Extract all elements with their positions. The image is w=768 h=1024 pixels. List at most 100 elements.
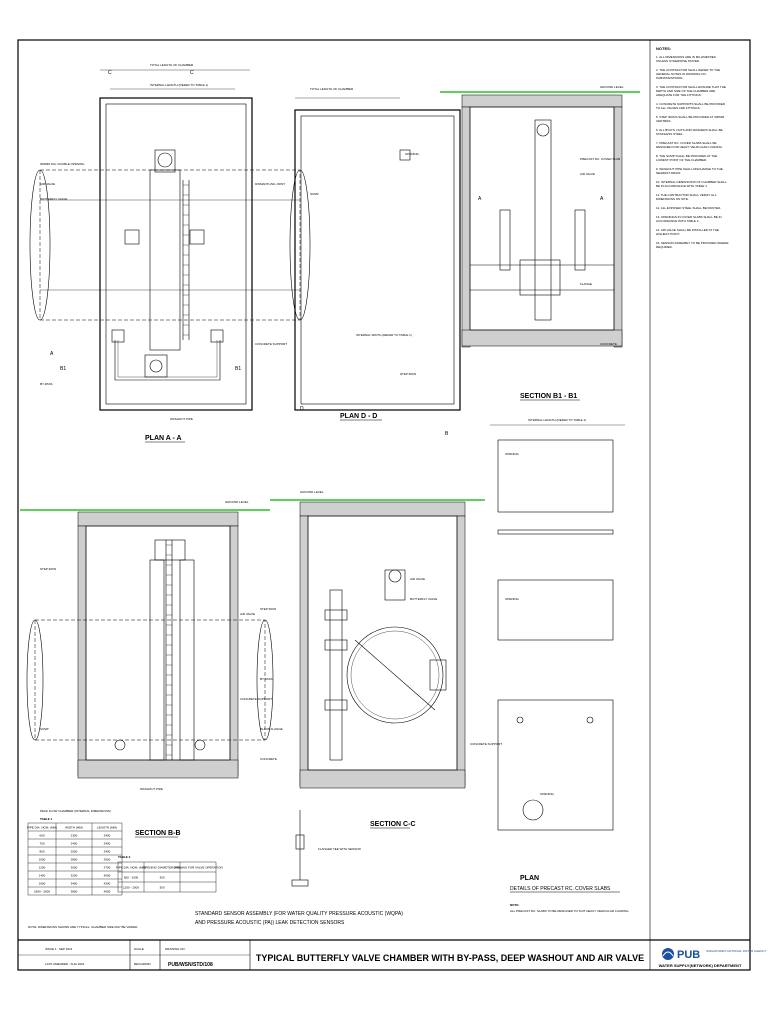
title-section-b-b: SECTION B-B [135, 830, 181, 837]
title-section-c-c: SECTION C-C [370, 821, 416, 828]
dd-opening-label: OPENING [405, 152, 420, 156]
table1-cell: 1200 [39, 866, 46, 870]
table1-cell: 3000 [71, 866, 78, 870]
marker-b-cc: B [445, 431, 449, 437]
table2-header: OPENING DIAMETER (MM) [143, 866, 181, 870]
cc-concrete-support: CONCRETE SUPPORT [470, 742, 502, 746]
note-item: 5. STEP IRONS SHALL BE PROVIDED AT 300MM… [656, 115, 725, 123]
rev-label: REV/ADMIN [134, 962, 151, 966]
cc-butterfly-valve: BUTTERFLY VALVE [410, 597, 437, 601]
table1-header: PIPE DIA. NOM. (MM) [27, 826, 57, 830]
table1-cell: 3800 [71, 890, 78, 894]
marker-a-b1-right: A [600, 196, 604, 202]
department: WATER SUPPLY(NETWORK) DEPARTMENT [659, 963, 742, 968]
table1-cell: 2800 [71, 858, 78, 862]
total-length-label: TOTAL LENGTH OF CHAMBER [150, 63, 194, 67]
title-plan-d-d: PLAN D - D [340, 413, 377, 420]
table2-header: OPENING FOR VALVE OPERATION [173, 866, 222, 870]
internal-length-label: INTERNAL LENGTH (REFER TO TABLE 1) [150, 83, 208, 87]
table1-cell: 3200 [71, 874, 78, 878]
table2-cell: 1200 - 2000 [123, 886, 139, 890]
table2-cell: 300 [159, 876, 164, 880]
table1-cell: 4000 [104, 874, 111, 878]
cc-bypass: BY-PASS [260, 677, 273, 681]
table1-header: LENGTH (MM) [97, 826, 117, 830]
table1-cell: 4600 [104, 890, 111, 894]
table1-grid: PIPE DIA. NOM. (MM) WIDTH (MM) LENGTH (MM)… [27, 822, 123, 896]
table2-title: TABLE 2 [118, 855, 131, 859]
table-1: PEAK FLOW CHAMBER (INTERNAL DIMENSIONS) … [27, 809, 138, 929]
marker-a-b1-left: A [478, 196, 482, 202]
title-section-b1-b1: SECTION B1 - B1 [520, 393, 577, 400]
table2-cell: 600 - 1000 [124, 876, 139, 880]
table1-cell: 2400 [71, 842, 78, 846]
table1-cell: 1800 - 2000 [34, 890, 50, 894]
cc-step-iron: STEP IRON [260, 607, 276, 611]
dd-internal-width: INTERNAL WIDTH (REFER TO TABLE 1) [356, 333, 412, 337]
table1-caption: PEAK FLOW CHAMBER (INTERNAL DIMENSIONS) [40, 809, 111, 813]
precast-opening-3: OPENING [540, 792, 555, 796]
table1-cell: 1400 [39, 874, 46, 878]
section-c-c-view: GROUND LEVEL AIR VALVE BUTTERFLY VALVE S… [195, 431, 502, 926]
logo-text: PUB [677, 949, 700, 961]
plan-a-a-view: TOTAL LENGTH OF CHAMBER INTERNAL LENGTH … [29, 63, 311, 443]
table1-cell: 3400 [104, 842, 111, 846]
b1-cover-slab: PRECAST RC. COVER SLAB [580, 157, 620, 161]
marker-c-top: C [108, 70, 112, 76]
table1-header: WIDTH (MM) [65, 826, 83, 830]
pub-logo: PUB SINGAPORE'S NATIONAL WATER AGENCY [662, 948, 767, 961]
drawing-title: TYPICAL BUTTERFLY VALVE CHAMBER WITH BY-… [256, 953, 644, 963]
bb-concrete-support: CONCRETE SUPPORT [240, 697, 272, 701]
last-amended: LAST AMENDED : AUG 2021 [45, 962, 85, 966]
table1-cell: 3500 [104, 858, 111, 862]
bb-washout: WASHOUT PIPE [140, 787, 163, 791]
note-item: 12. ALL EXPOSED STEEL SHALL BE PAINTED. [656, 206, 721, 210]
table1-cell: 3400 [104, 834, 111, 838]
precast-opening-1: OPENING [505, 452, 520, 456]
table1-cell: 3700 [104, 866, 111, 870]
table1-title: TABLE 1 [40, 817, 53, 821]
table1-cell: 600 [39, 834, 44, 838]
section-b1-b1-view: GROUND LEVEL A A PRECAST RC. COVER SLAB … [440, 85, 640, 401]
cc-ground-level: GROUND LEVEL [300, 490, 324, 494]
table1-footnote: NOTE: DIMENSIONS SHOWN ARE TYPICAL. CHAM… [28, 925, 138, 929]
table2-header: PIPE DIA. NOM. (MM) [116, 866, 146, 870]
plan-d-d-view: TOTAL LENGTH OF CHAMBER SUMP OPENING INT… [294, 87, 461, 421]
title-plan: PLAN [520, 875, 539, 882]
table1-cell: 1600 [39, 882, 46, 886]
label-bypass: BY-PASS [40, 382, 53, 386]
title-precast-details: DETAILS OF PRECAST RC. COVER SLABS [510, 886, 611, 892]
note-item: 10. INTERNAL DIMENSIONS OF CHAMBER SHALL… [656, 180, 727, 188]
table1-cell: 800 [39, 850, 44, 854]
label-opening: 300MM DIA. DOUBLE OPENING [40, 162, 85, 166]
marker-d: D [300, 406, 304, 412]
precast-note-text: ALL PRECAST RC. SLABS TO BE DESIGNED TO … [510, 909, 629, 913]
cc-air-valve: AIR VALVE [410, 577, 425, 581]
marker-b1-left: B1 [60, 366, 66, 372]
section-b-b-view: GROUND LEVEL STEP IRON SUMP AIR VALVE CO… [20, 500, 274, 838]
precast-slab-details: INTERNAL LENGTH (REFER TO TABLE 1) OPENI… [490, 418, 629, 913]
dd-sump-label: SUMP [310, 192, 319, 196]
bb-sump: SUMP [40, 727, 49, 731]
cc-sensor-tee: FLANGED TEE WITH SENSOR [318, 847, 362, 851]
table2-cell: 300 [159, 886, 164, 890]
cc-blank-flange: BLANK FLANGE [260, 727, 283, 731]
title-block: ISSUE 1 : SEP 2021 LAST AMENDED : AUG 20… [18, 939, 767, 970]
label-concrete-support: CONCRETE SUPPORT [255, 342, 287, 346]
notes-block: NOTES: 1. ALL DIMENSIONS ARE IN MILLIMET… [656, 46, 728, 249]
b1-air-valve: AIR VALVE [580, 172, 595, 176]
note-item: 15. SENSOR ASSEMBLY TO BE PROVIDED WHERE… [656, 241, 728, 249]
b1-concrete: CONCRETE [600, 342, 617, 346]
bb-ground-level: GROUND LEVEL [225, 500, 249, 504]
